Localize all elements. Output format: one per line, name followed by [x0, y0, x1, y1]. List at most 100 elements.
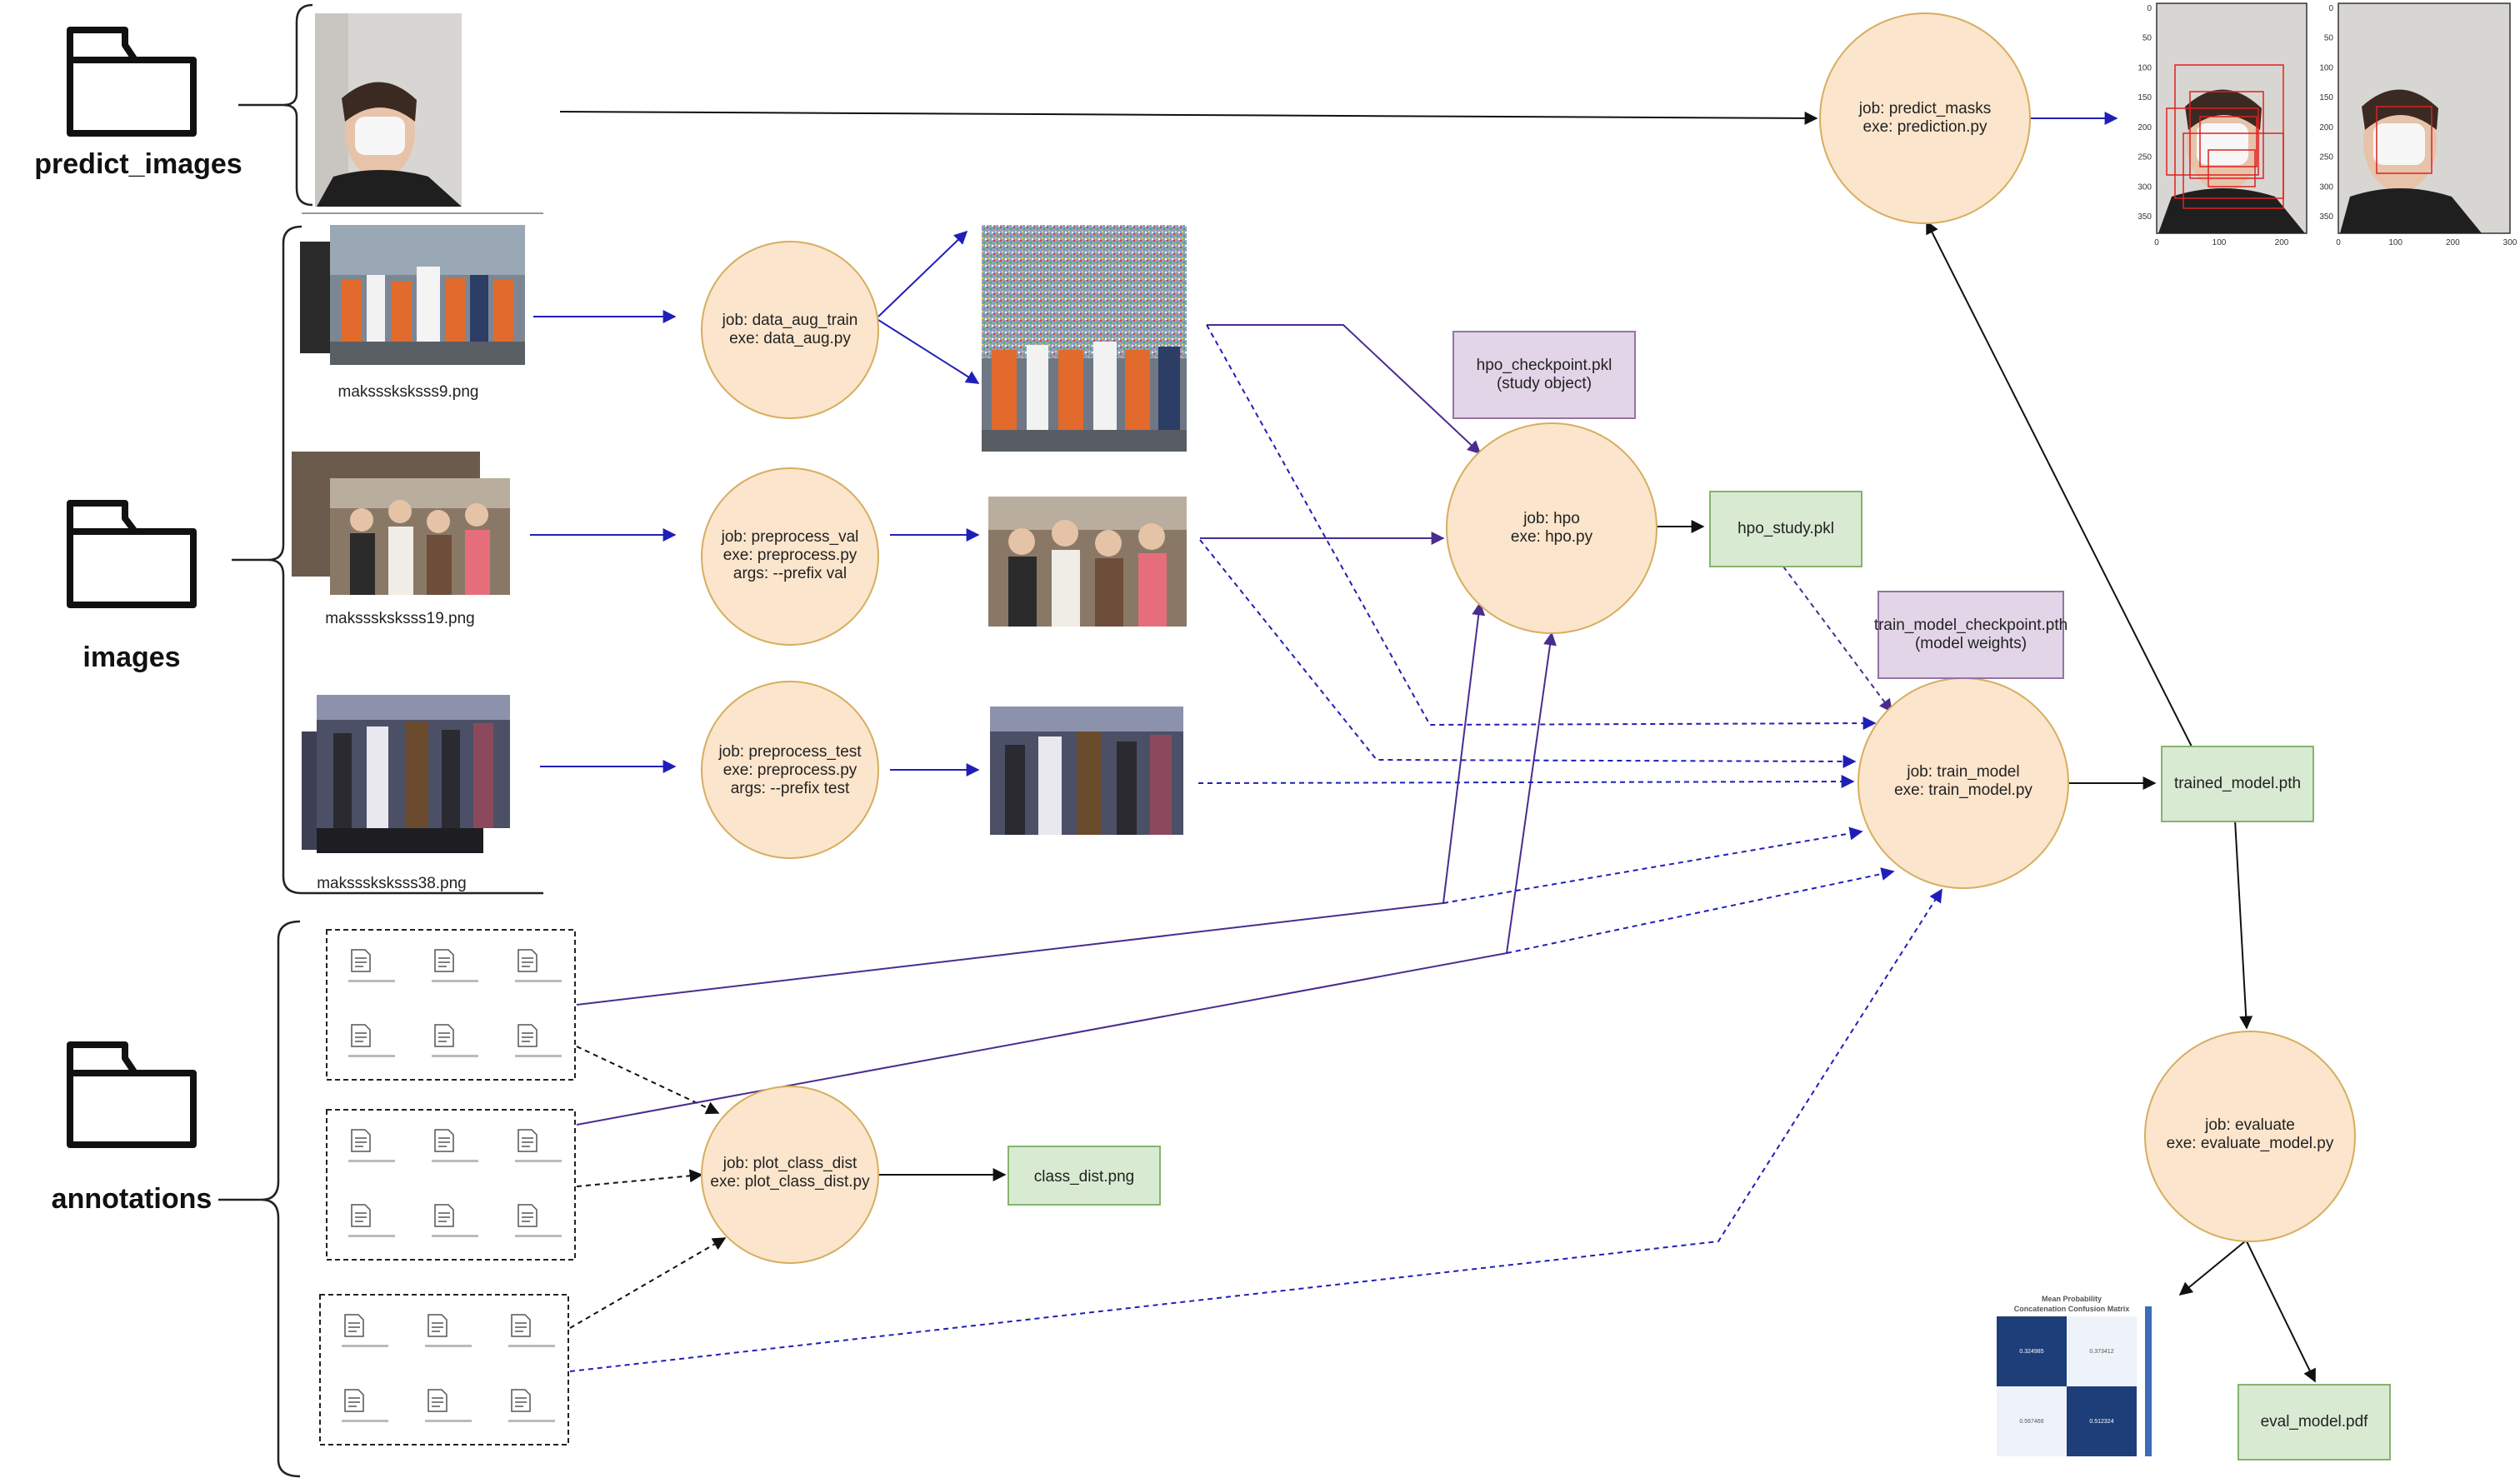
confusion-matrix-subtitle: Concatenation Confusion Matrix: [2014, 1305, 2130, 1313]
folder-icon: [67, 500, 197, 608]
job-train-model[interactable]: job: train_model exe: train_model.py: [1858, 677, 2069, 889]
document-icon: [434, 1024, 454, 1047]
file-caption: [342, 1420, 388, 1422]
document-icon: [518, 949, 538, 972]
folder-label: images: [82, 642, 180, 673]
annotation-files-train: [326, 929, 576, 1081]
folder-label: annotations: [52, 1183, 212, 1215]
document-icon: [434, 1204, 454, 1227]
confusion-matrix-image: Mean Probability Concatenation Confusion…: [1997, 1295, 2152, 1456]
edge-annot-train-to-plot: [576, 1046, 720, 1115]
augmented-train-image: [982, 225, 1187, 452]
axis-tick-label: 0: [2336, 238, 2341, 247]
output-label: eval_model.pdf: [2261, 1413, 2369, 1431]
axis-tick-label: 250: [2319, 153, 2333, 162]
job-exe: exe: train_model.py: [1894, 781, 2032, 799]
prediction-plot-right: [2338, 2, 2511, 234]
file-caption: [515, 1160, 562, 1162]
job-predict-masks[interactable]: job: predict_masks exe: prediction.py: [1819, 12, 2031, 224]
edge-annot-val-to-plot: [576, 1169, 703, 1187]
job-preprocess-val[interactable]: job: preprocess_val exe: preprocess.py a…: [701, 467, 879, 646]
document-icon: [344, 1314, 364, 1337]
edge-evaluate-to-eval-pdf: [2246, 1241, 2316, 1383]
document-icon: [351, 949, 371, 972]
output-class-dist[interactable]: class_dist.png: [1008, 1146, 1161, 1206]
output-label: trained_model.pth: [2174, 775, 2301, 792]
job-plot-class-dist[interactable]: job: plot_class_dist exe: plot_class_dis…: [701, 1086, 879, 1264]
file-caption: [348, 1160, 395, 1162]
axis-tick-label: 100: [2212, 238, 2227, 247]
edge-aug-image-to-train: [1206, 324, 1877, 731]
test-image-filename: maksssksksss38.png: [317, 875, 467, 892]
confusion-matrix-title: Mean Probability: [2042, 1295, 2102, 1303]
edge-hpo-study-to-train: [1782, 566, 1892, 713]
folder-label: predict_images: [34, 148, 242, 180]
axis-tick-label: 0: [2154, 238, 2159, 247]
predict-images-folder: predict_images: [34, 27, 242, 180]
edge-predict-images-to-predict-masks: [559, 111, 1818, 125]
axis-tick-label: 200: [2275, 238, 2289, 247]
job-name: job: predict_masks: [1858, 100, 1991, 117]
file-caption: [425, 1345, 472, 1347]
output-trained-model[interactable]: trained_model.pth: [2161, 746, 2314, 822]
checkpoint-desc: (model weights): [1915, 635, 2027, 652]
folder-icon: [67, 1041, 197, 1148]
job-name: job: train_model: [1906, 763, 2019, 781]
file-caption: [508, 1420, 555, 1422]
images-brace: [232, 225, 543, 895]
images-folder: images: [67, 500, 197, 673]
axis-tick-label: 150: [2138, 93, 2152, 102]
job-name: job: hpo: [1522, 510, 1580, 527]
file-caption: [432, 1235, 478, 1237]
annotations-brace: [218, 920, 301, 1478]
axis-tick-label: 100: [2388, 238, 2402, 247]
file-caption: [515, 1235, 562, 1237]
document-icon: [351, 1204, 371, 1227]
document-icon: [511, 1389, 531, 1412]
document-icon: [428, 1314, 448, 1337]
output-eval-model[interactable]: eval_model.pdf: [2238, 1384, 2391, 1461]
job-name: job: evaluate: [2204, 1116, 2295, 1134]
document-icon: [511, 1314, 531, 1337]
axis-tick-label: 350: [2319, 212, 2333, 222]
checkpoint-file: train_model_checkpoint.pth: [1874, 617, 2068, 634]
checkpoint-desc: (study object): [1497, 375, 1592, 392]
checkpoint-hpo[interactable]: hpo_checkpoint.pkl (study object): [1452, 331, 1636, 419]
edge-aug-image-to-hpo: [1207, 324, 1482, 455]
output-hpo-study[interactable]: hpo_study.pkl: [1709, 491, 1862, 567]
job-data-aug-train[interactable]: job: data_aug_train exe: data_aug.py: [701, 241, 879, 419]
edge-annot-test-to-train: [569, 888, 1942, 1372]
axis-tick-label: 300: [2503, 238, 2518, 247]
file-caption: [515, 980, 562, 982]
edge-evaluate-to-confusion-matrix: [2178, 1241, 2246, 1296]
file-caption: [348, 1235, 395, 1237]
job-exe: exe: hpo.py: [1511, 528, 1593, 546]
checkpoint-train-model[interactable]: train_model_checkpoint.pth (model weight…: [1874, 591, 2068, 679]
file-caption: [432, 1055, 478, 1057]
edge-trained-model-to-evaluate: [2234, 819, 2253, 1030]
document-icon: [344, 1389, 364, 1412]
document-icon: [518, 1024, 538, 1047]
axis-tick-label: 300: [2319, 182, 2333, 192]
cm-cell-value: 0.324985: [2019, 1349, 2043, 1355]
job-name: job: preprocess_test: [718, 743, 862, 761]
axis-tick-label: 200: [2446, 238, 2460, 247]
output-label: class_dist.png: [1034, 1168, 1134, 1186]
cm-cell-value: 0.373412: [2089, 1349, 2113, 1355]
job-hpo[interactable]: job: hpo exe: hpo.py: [1446, 422, 1658, 634]
axis-tick-label: 200: [2138, 123, 2152, 132]
axis-tick-label: 300: [2138, 182, 2152, 192]
axis-tick-label: 200: [2319, 123, 2333, 132]
job-evaluate[interactable]: job: evaluate exe: evaluate_model.py: [2144, 1031, 2356, 1242]
file-caption: [508, 1345, 555, 1347]
file-caption: [348, 980, 395, 982]
document-icon: [518, 1204, 538, 1227]
processed-test-image: [990, 707, 1183, 835]
edge-test-image-to-train: [1198, 775, 1855, 789]
annotation-files-test: [319, 1294, 569, 1446]
edge-trained-model-to-predict: [1926, 220, 2192, 747]
edge-data-aug-to-aug-image-1: [878, 230, 968, 317]
job-preprocess-test[interactable]: job: preprocess_test exe: preprocess.py …: [701, 681, 879, 859]
cm-cell-value: 0.567466: [2019, 1419, 2043, 1425]
